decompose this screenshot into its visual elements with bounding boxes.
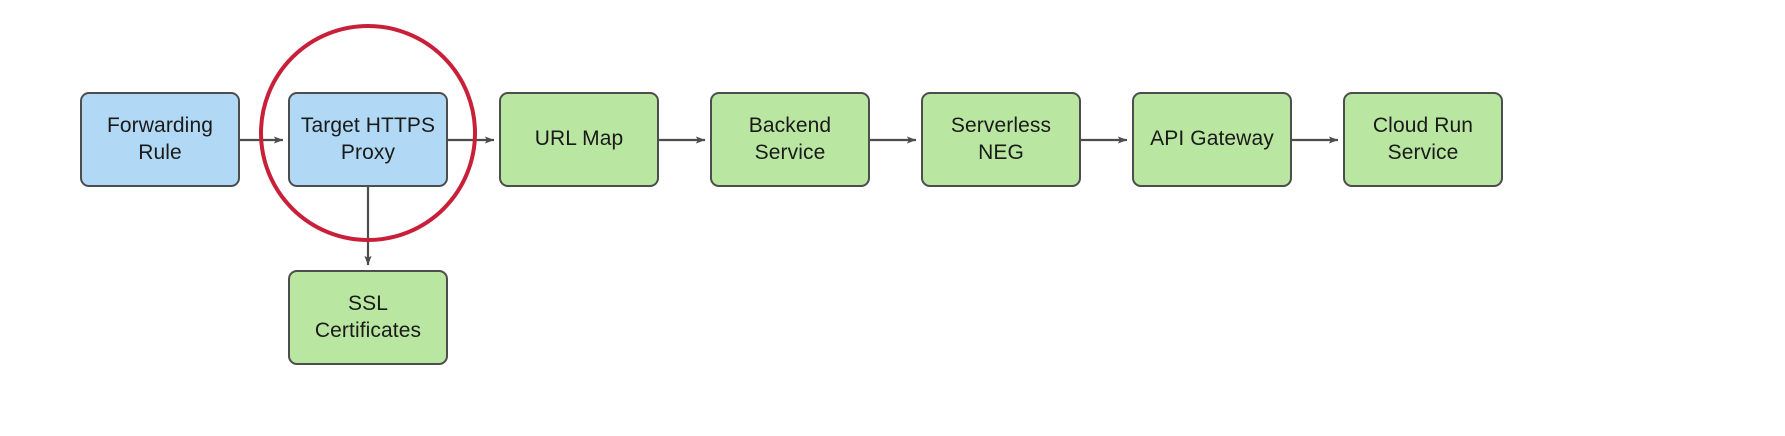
node-url-map[interactable]: URL Map bbox=[499, 92, 659, 187]
node-ssl-certificates[interactable]: SSL Certificates bbox=[288, 270, 448, 365]
node-target-https-proxy[interactable]: Target HTTPS Proxy bbox=[288, 92, 448, 187]
node-api-gateway[interactable]: API Gateway bbox=[1132, 92, 1292, 187]
node-label: Serverless NEG bbox=[950, 113, 1052, 164]
node-backend-service[interactable]: Backend Service bbox=[710, 92, 870, 187]
node-label: Backend Service bbox=[748, 113, 832, 164]
node-label: Cloud Run Service bbox=[1372, 113, 1474, 164]
node-label: API Gateway bbox=[1150, 127, 1274, 151]
node-label: Forwarding Rule bbox=[106, 113, 214, 164]
node-label: SSL Certificates bbox=[314, 291, 422, 342]
node-label: URL Map bbox=[534, 127, 624, 151]
node-serverless-neg[interactable]: Serverless NEG bbox=[921, 92, 1081, 187]
node-cloud-run-service[interactable]: Cloud Run Service bbox=[1343, 92, 1503, 187]
node-label: Target HTTPS Proxy bbox=[300, 113, 436, 164]
node-forwarding-rule[interactable]: Forwarding Rule bbox=[80, 92, 240, 187]
